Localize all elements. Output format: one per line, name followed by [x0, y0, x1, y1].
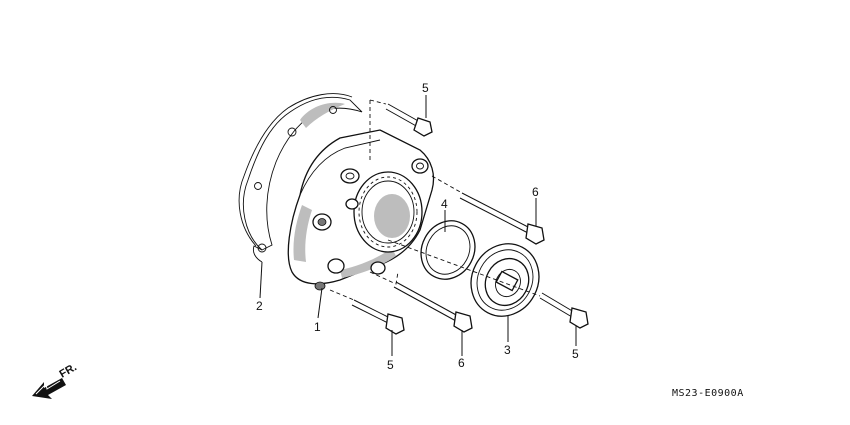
callout-5-left: 5 — [387, 358, 394, 372]
bolt-part-5-right — [539, 292, 589, 329]
callout-4: 4 — [441, 197, 448, 211]
front-direction-label: FR. — [58, 361, 79, 380]
callout-1: 1 — [314, 320, 321, 334]
gasket-part-2 — [238, 93, 363, 263]
callout-5-right: 5 — [572, 347, 579, 361]
bolt-part-5-left — [351, 299, 405, 335]
oil-pump-body-part-1 — [287, 129, 435, 291]
callout-5-top: 5 — [422, 81, 429, 95]
front-direction-arrow: FR. — [32, 361, 79, 399]
leader-lines — [259, 95, 577, 356]
bolt-part-6-upper — [459, 192, 545, 245]
callout-6-upper: 6 — [532, 185, 539, 199]
pump-cover-part-3 — [470, 243, 540, 317]
callout-6-lower: 6 — [458, 356, 465, 370]
bolt-part-6-lower — [393, 281, 473, 333]
bolt-part-5-top — [385, 103, 433, 137]
drawing-code: MS23-E0900A — [672, 388, 744, 399]
callout-2: 2 — [256, 299, 263, 313]
o-ring-part-4 — [420, 220, 476, 280]
assembly-centerlines — [329, 99, 541, 301]
callout-3: 3 — [504, 343, 511, 357]
